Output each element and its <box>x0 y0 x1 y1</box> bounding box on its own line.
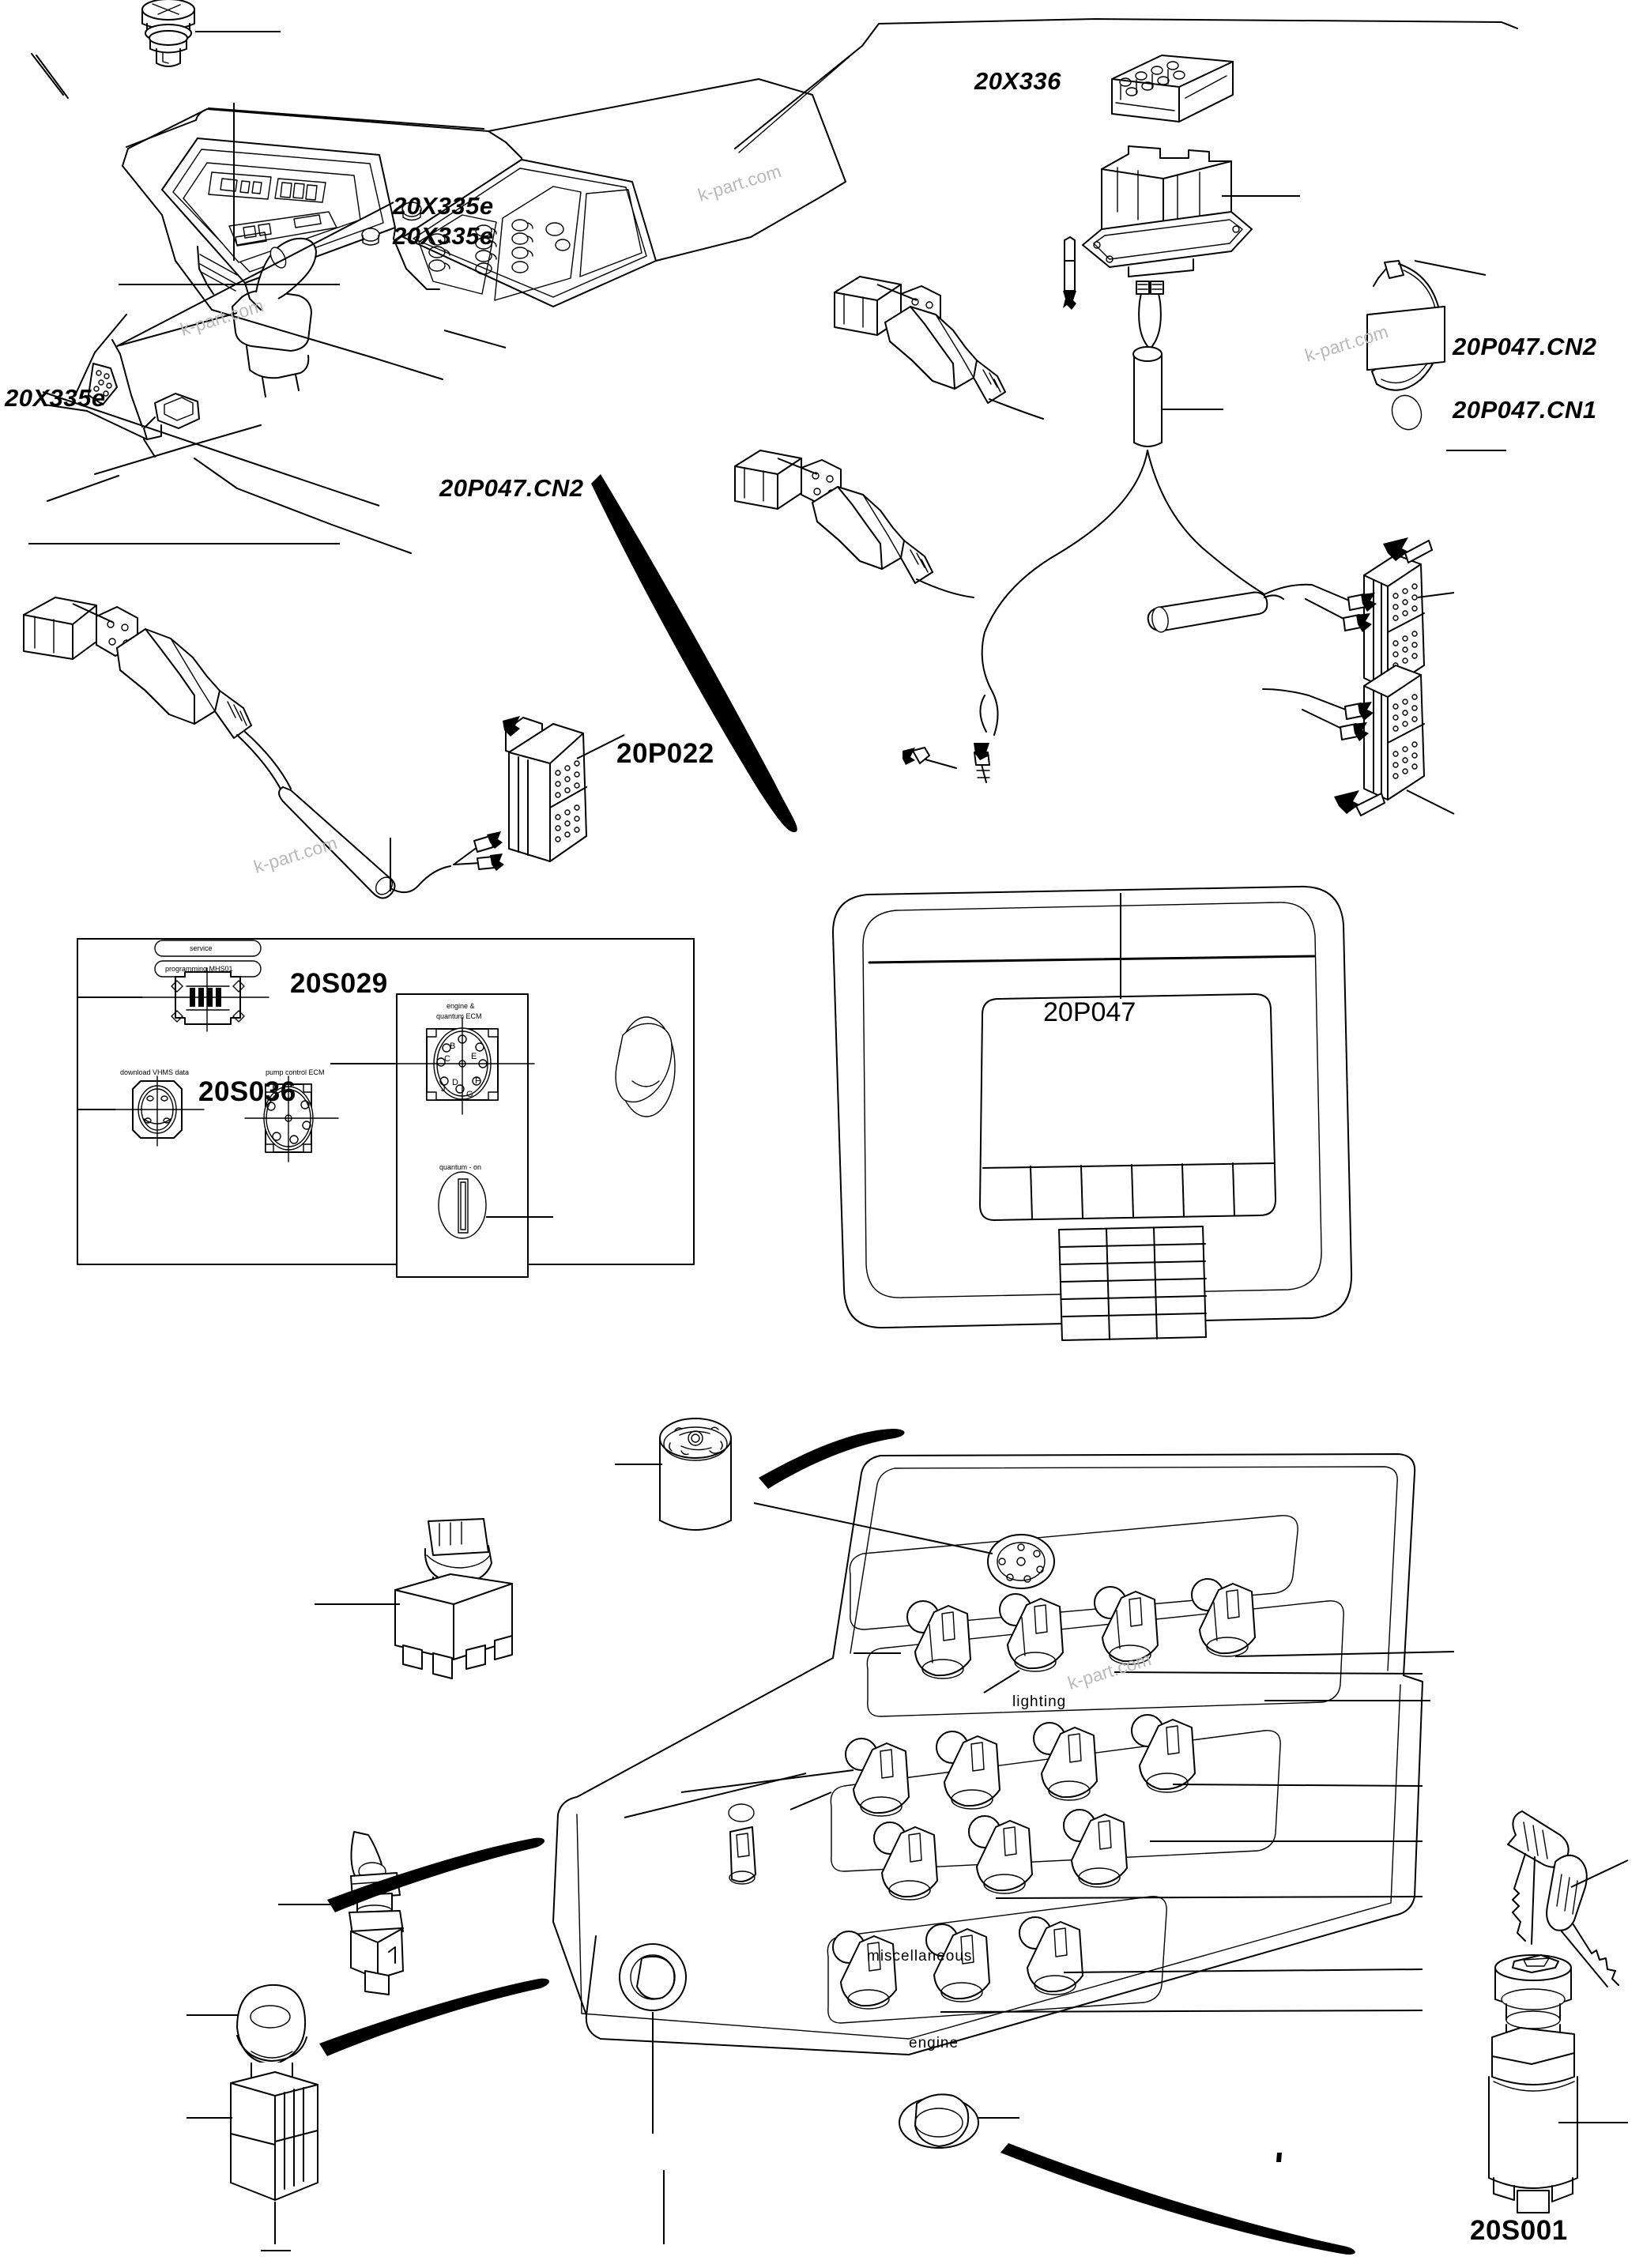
part-grommet-plate <box>1366 305 1506 451</box>
part-20p047-cn1-connector <box>1262 665 1455 816</box>
part-cigarette-lighter <box>141 0 281 67</box>
part-20p047-cn2-connector <box>1264 537 1455 690</box>
label-20x335e-3: 20X335e <box>5 384 106 412</box>
detail-label-pump-control-ecm: pump control ECM <box>266 1068 325 1076</box>
harness-sleeve-right <box>1147 591 1284 633</box>
part-20p022-sender <box>615 1418 732 1531</box>
detail-label-download-vhms: download VHMS data <box>120 1068 190 1076</box>
pin-letter-g: G <box>466 1090 473 1099</box>
pin-letter-c: C <box>444 1054 450 1064</box>
pin-letter-e: E <box>471 1052 477 1061</box>
part-20s001-ignition <box>1488 1810 1629 2213</box>
part-terminal-pin-1 <box>1063 236 1076 310</box>
label-20s001: 20S001 <box>1470 2215 1568 2246</box>
part-20s029-switch <box>315 1518 513 1679</box>
label-20x335e-1: 20X335e <box>393 192 494 220</box>
panel-group-label-miscellaneous: miscellaneous <box>867 1948 973 1965</box>
label-20p047-cn2-left: 20P047.CN2 <box>439 474 584 502</box>
detail-label-quantum-on: quantum - on <box>439 1163 482 1171</box>
detail-label-engine-quantum-1: engine & <box>447 1002 475 1010</box>
callout-arrow-1 <box>591 474 797 833</box>
label-20p022: 20P022 <box>616 738 714 769</box>
part-20x335e-connector-3 <box>23 597 625 899</box>
callout-arrow-5 <box>1000 2143 1355 2255</box>
pin-letter-f: F <box>475 1076 480 1086</box>
leader-line-console-1 <box>42 391 380 507</box>
pin-letter-j: J <box>441 1084 446 1094</box>
upper-region-frame <box>861 18 1518 47</box>
panel-group-label-engine: engine <box>909 2035 959 2051</box>
part-20p047-enclosure <box>832 885 1353 1341</box>
label-20s036: 20S036 <box>198 1076 296 1107</box>
part-20x336-connector <box>1111 55 1234 122</box>
detail-label-engine-quantum-2: quantum ECM <box>436 1012 482 1020</box>
label-20x336: 20X336 <box>974 67 1061 95</box>
label-20p047-cn1-right: 20P047.CN1 <box>1453 396 1597 424</box>
callout-arrow-2 <box>759 1429 905 1489</box>
pin-letter-d: D <box>452 1078 458 1087</box>
detail-label-service: service <box>190 944 213 952</box>
part-20x335e-connector-2 <box>734 450 974 598</box>
detail-panel-frame <box>77 938 695 1278</box>
part-20s036-pushbutton <box>187 1984 318 2244</box>
part-wire-terminals-bottom <box>903 743 990 783</box>
callout-arrow-4 <box>319 1978 550 2056</box>
part-20x336-housing <box>1082 145 1300 277</box>
part-20x335e-connector-1 <box>834 276 1044 420</box>
label-20s029: 20S029 <box>290 968 388 999</box>
label-20p047-cn2-right: 20P047.CN2 <box>1453 333 1597 360</box>
callout-arrow-3 <box>327 1837 545 1912</box>
pin-letter-b: B <box>450 1042 456 1051</box>
detail-label-programming: programming MHS01 <box>165 965 233 973</box>
illustration-switch-panel <box>552 1453 1455 2149</box>
part-toggle-switch <box>278 1831 404 1995</box>
illustration-operator-console <box>31 53 846 554</box>
panel-group-label-lighting: lighting <box>1012 1693 1067 1710</box>
label-20x335e-2: 20X335e <box>393 222 494 250</box>
harness-curves <box>979 450 1265 736</box>
wires-20x336 <box>1132 281 1223 447</box>
label-20p047-enclosure: 20P047 <box>1043 997 1136 1027</box>
